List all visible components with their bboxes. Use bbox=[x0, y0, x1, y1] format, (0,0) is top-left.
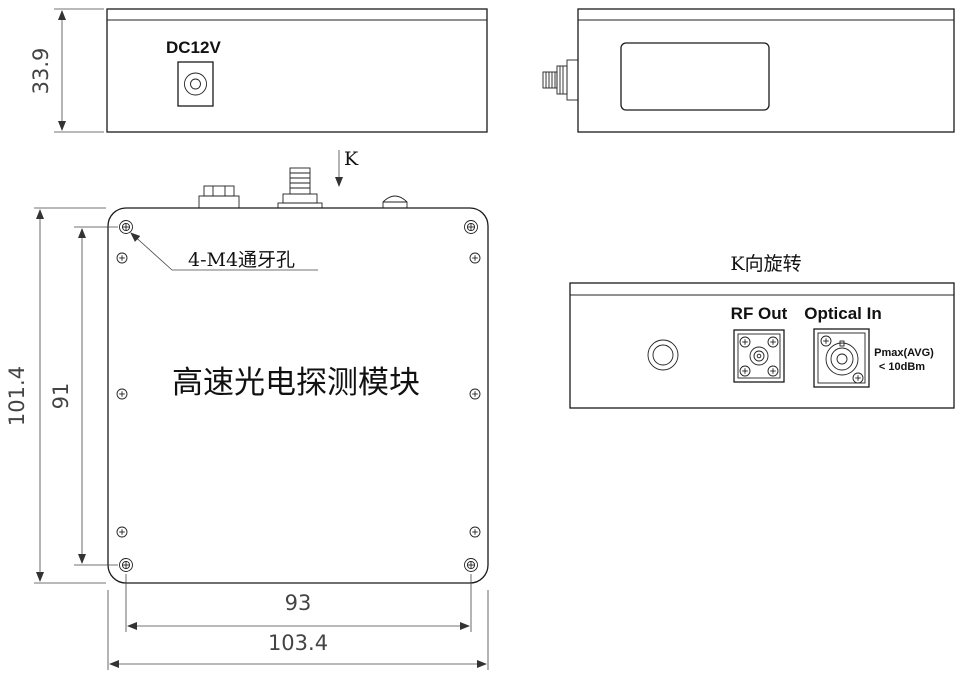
lid-screw bbox=[469, 252, 481, 264]
k-marker: K bbox=[344, 148, 359, 170]
mount-hole-bottom-right bbox=[464, 558, 478, 572]
module-body bbox=[107, 207, 489, 584]
sma-connector-side bbox=[542, 59, 579, 101]
fc-connector-top bbox=[382, 195, 408, 209]
lid-screw bbox=[469, 388, 481, 400]
rf-out-connector bbox=[733, 329, 785, 383]
pmax-limit: < 10dBm bbox=[879, 361, 925, 373]
mount-hole-top-left bbox=[119, 220, 133, 234]
pmax-label: Pmax(AVG) bbox=[874, 347, 934, 359]
k-view-title: K向旋转 bbox=[730, 253, 801, 275]
side-view-dc: DC12V bbox=[106, 8, 488, 133]
dc-jack bbox=[177, 61, 214, 107]
optical-in-label: Optical In bbox=[804, 304, 881, 323]
dimension-hole-width: 93 bbox=[125, 574, 472, 632]
lid-screw bbox=[116, 526, 128, 538]
sma-connector-top bbox=[277, 167, 323, 209]
mount-hole-top-right bbox=[464, 220, 478, 234]
label-window bbox=[620, 42, 770, 111]
lid-screw bbox=[116, 388, 128, 400]
top-view: K 4-M4通牙孔 高速光电探测模块 bbox=[107, 148, 489, 584]
mount-hole-callout: 4-M4通牙孔 bbox=[188, 249, 295, 271]
lid-screw bbox=[469, 526, 481, 538]
dimension-hole-depth: 91 bbox=[49, 226, 118, 566]
dim-height-text: 33.9 bbox=[29, 48, 53, 95]
dimension-depth: 101.4 bbox=[5, 207, 106, 584]
optical-in-connector bbox=[813, 328, 870, 388]
module-name: 高速光电探测模块 bbox=[172, 365, 420, 401]
k-view: K向旋转 RF Out bbox=[569, 253, 955, 409]
k-view-arrow: K bbox=[335, 148, 359, 187]
dimension-overall-width: 103.4 bbox=[107, 590, 489, 670]
side-view-window bbox=[542, 8, 955, 133]
rf-out-label: RF Out bbox=[731, 304, 788, 323]
dim-overall-depth-text: 101.4 bbox=[5, 366, 29, 426]
dc-jack-top bbox=[198, 185, 240, 209]
dc-input-label: DC12V bbox=[166, 38, 221, 57]
dc-jack-front bbox=[647, 339, 679, 371]
lid-screw bbox=[116, 252, 128, 264]
dim-overall-width-text: 103.4 bbox=[268, 631, 328, 655]
dim-hole-depth-text: 91 bbox=[49, 383, 73, 410]
mount-hole-bottom-left bbox=[119, 558, 133, 572]
dim-hole-width-text: 93 bbox=[285, 591, 312, 615]
dimension-height: 33.9 bbox=[29, 8, 104, 133]
